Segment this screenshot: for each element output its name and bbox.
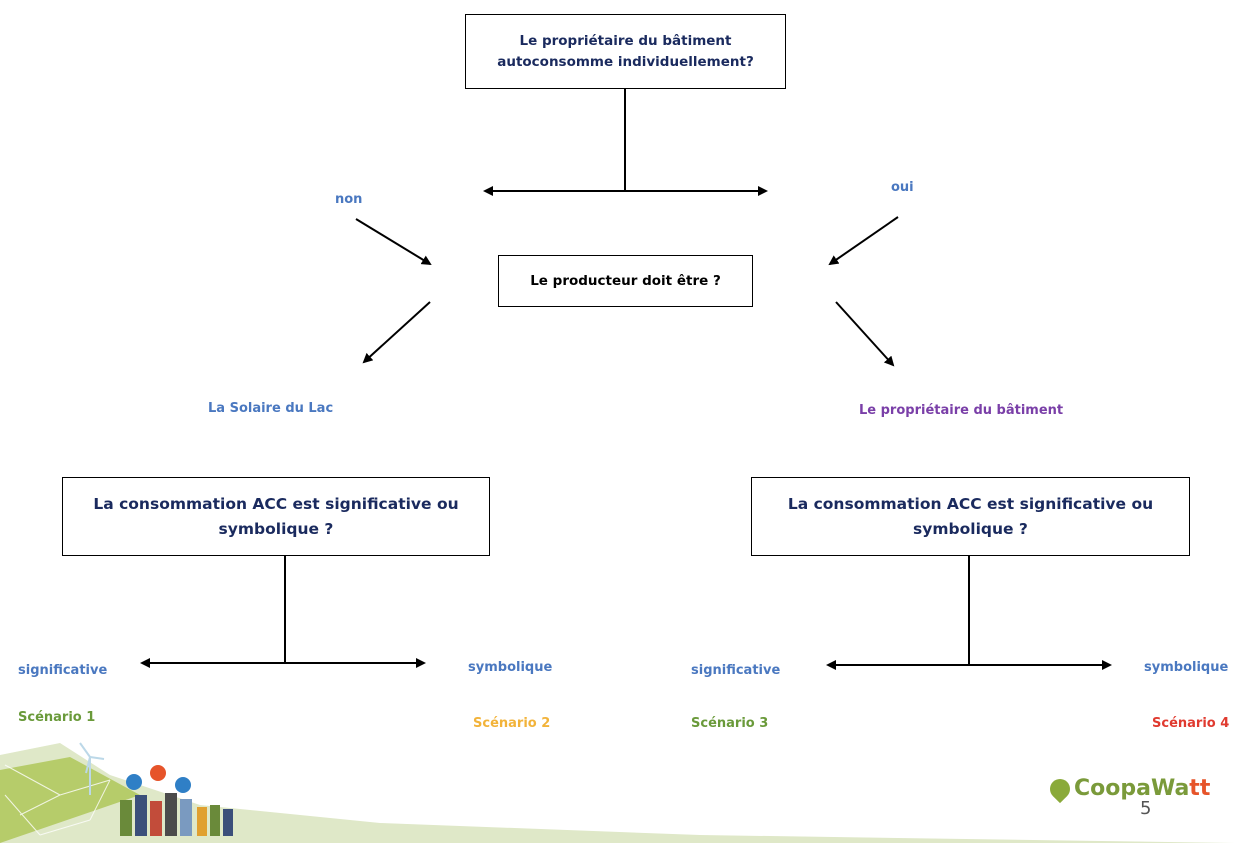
footer-banner: [0, 742, 1235, 843]
location-pin-icon: [1045, 774, 1075, 804]
label-proprietaire: Le propriétaire du bâtiment: [859, 403, 1064, 418]
question-top-text: Le propriétaire du bâtiment autoconsomme…: [497, 32, 754, 70]
question-left-text: La consommation ACC est significative ou…: [93, 495, 459, 538]
people-group-icon: [120, 793, 233, 836]
question-box-top: Le propriétaire du bâtiment autoconsomme…: [465, 14, 786, 89]
scenario-4: Scénario 4: [1152, 716, 1230, 731]
label-oui: oui: [891, 180, 914, 195]
label-right-symbolique: symbolique: [1144, 660, 1229, 675]
middle-to-right-arrow: [835, 301, 895, 367]
question-middle-text: Le producteur doit être ?: [530, 272, 721, 289]
label-left-symbolique: symbolique: [468, 660, 553, 675]
label-solaire-du-lac: La Solaire du Lac: [208, 401, 334, 416]
question-box-middle: Le producteur doit être ?: [498, 255, 753, 307]
pen-bubble-icon: [175, 777, 191, 793]
question-box-left: La consommation ACC est significative ou…: [62, 477, 490, 556]
scenario-3: Scénario 3: [691, 716, 769, 731]
scenario-1: Scénario 1: [18, 710, 96, 725]
label-right-significative: significative: [691, 663, 781, 678]
page-number: 5: [1140, 798, 1152, 819]
wind-turbine-icon: [79, 742, 105, 795]
label-non: non: [335, 192, 363, 207]
coopawatt-logo: CoopaWatt: [1045, 774, 1210, 804]
scenario-2: Scénario 2: [473, 716, 551, 731]
label-left-significative: significative: [18, 663, 108, 678]
chat-bubble-icon: [150, 765, 166, 781]
non-to-middle-arrow: [355, 218, 432, 266]
info-bubble-icon: [126, 774, 142, 790]
question-box-right: La consommation ACC est significative ou…: [751, 477, 1190, 556]
question-right-text: La consommation ACC est significative ou…: [787, 495, 1154, 538]
middle-to-left-arrow: [362, 301, 431, 364]
oui-to-middle-arrow: [828, 216, 899, 266]
